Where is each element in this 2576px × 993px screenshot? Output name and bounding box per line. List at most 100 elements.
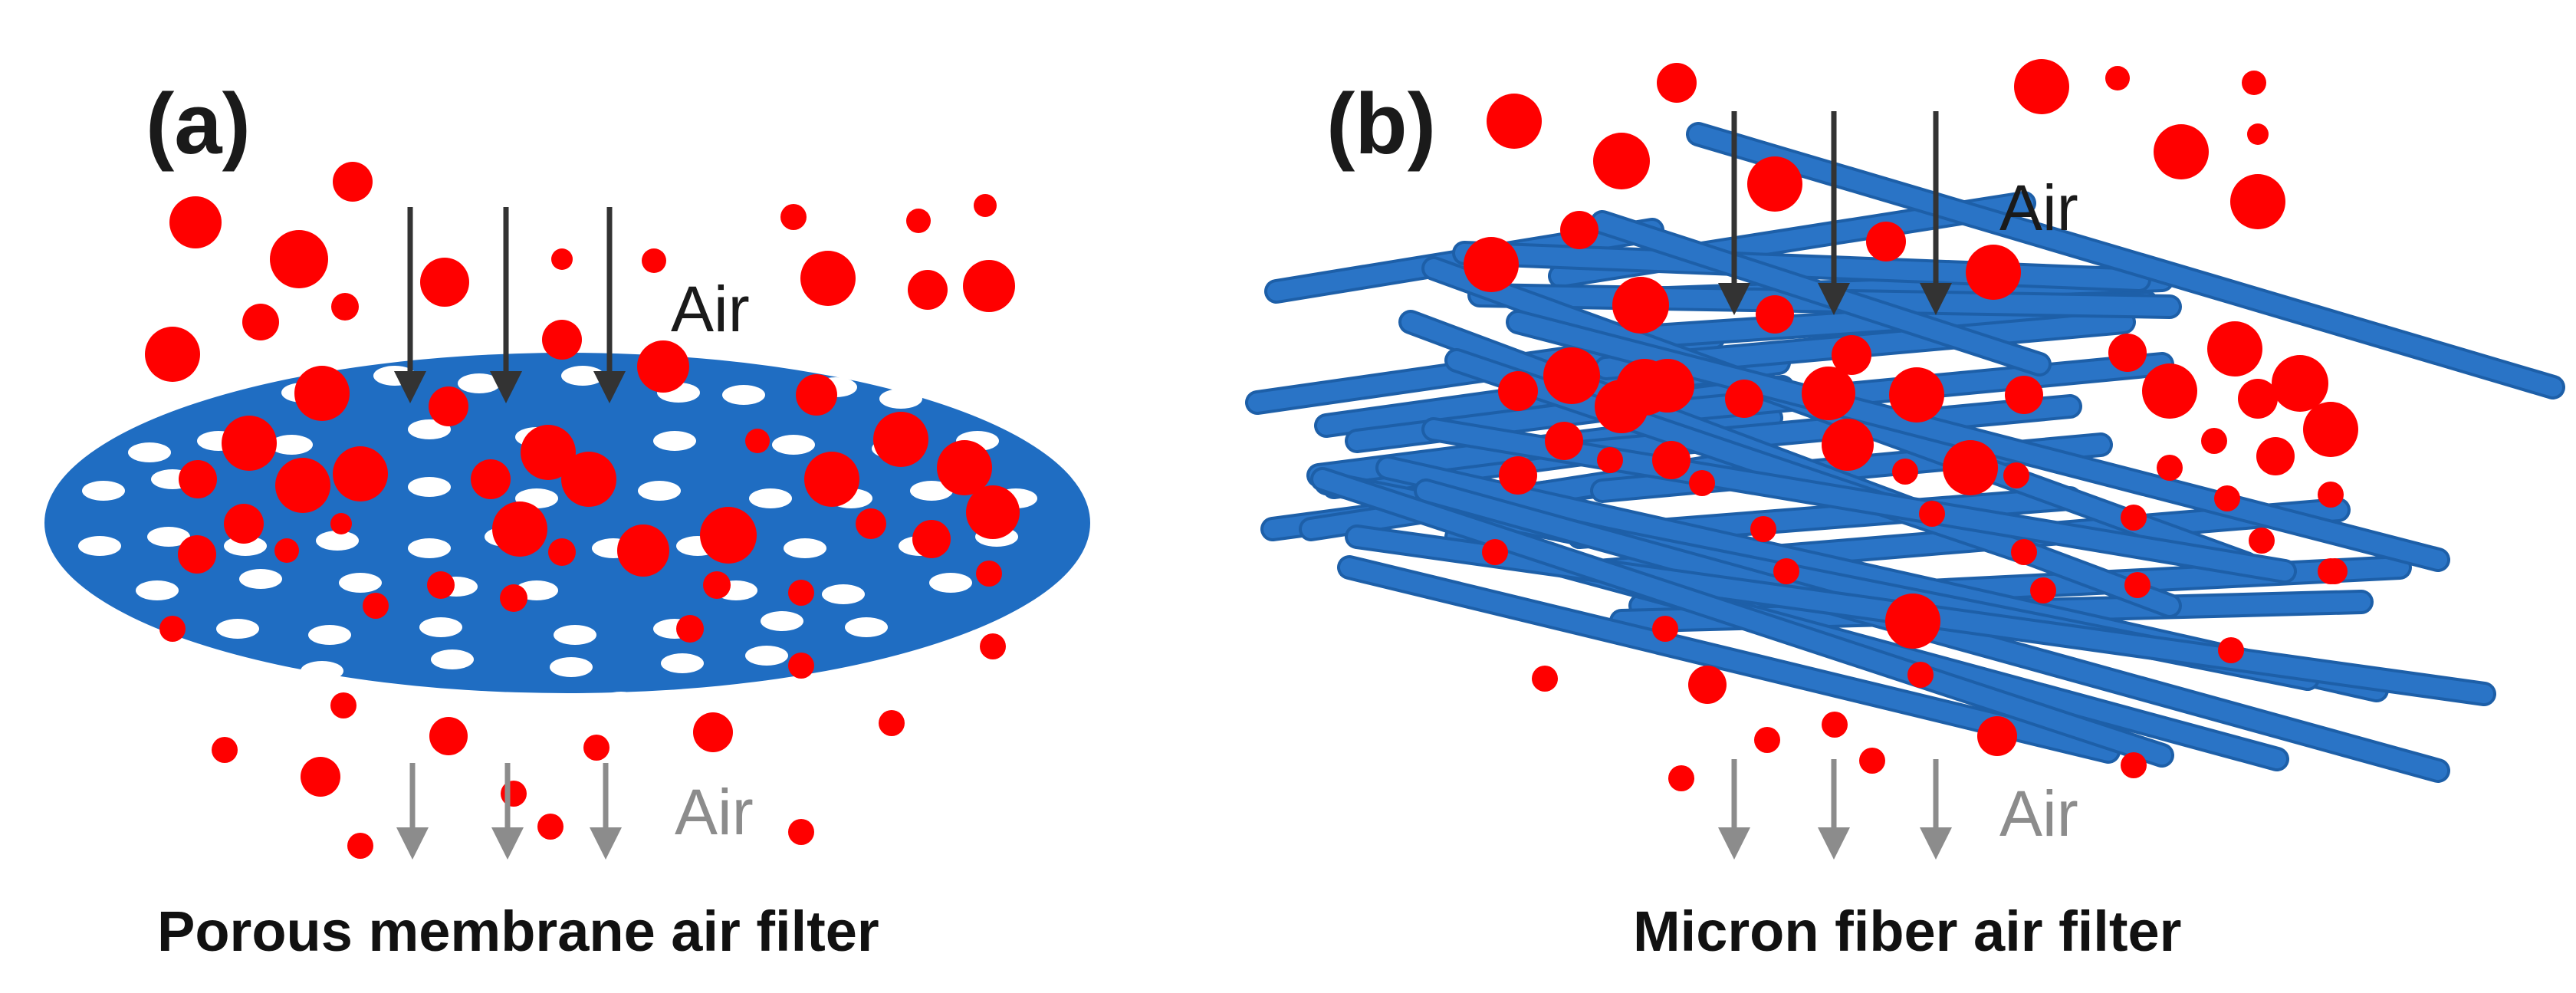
particle — [429, 386, 468, 426]
particle — [1822, 419, 1874, 471]
particle — [1747, 156, 1802, 212]
particle — [617, 524, 669, 577]
fiber — [1337, 555, 2121, 764]
particle — [700, 507, 757, 564]
pore — [550, 657, 593, 677]
particle — [275, 458, 330, 513]
air-in-label-a: Air — [671, 273, 750, 345]
particle — [363, 593, 389, 619]
particle — [1498, 371, 1538, 411]
particle — [521, 425, 576, 480]
pore — [772, 435, 815, 455]
particle — [224, 504, 264, 544]
particle — [294, 366, 350, 421]
pore — [82, 481, 125, 501]
particle — [1688, 666, 1727, 704]
pore — [78, 536, 121, 556]
particle — [2303, 402, 2358, 457]
particle — [1657, 63, 1697, 103]
particle — [212, 737, 238, 763]
pore — [136, 580, 179, 600]
particle — [1907, 662, 1934, 688]
pore — [929, 573, 972, 593]
particle — [270, 230, 328, 288]
particle — [420, 258, 469, 307]
caption-a: Porous membrane air filter — [157, 899, 879, 963]
fiber-body — [1340, 558, 2118, 761]
fiber — [1686, 122, 2565, 400]
pore — [741, 695, 784, 715]
particle — [2214, 485, 2240, 511]
pore — [216, 619, 259, 639]
particle — [548, 538, 576, 566]
particle — [1822, 712, 1848, 738]
particle — [222, 416, 277, 471]
particle — [2124, 572, 2150, 598]
particle — [501, 781, 527, 807]
particle — [637, 340, 689, 393]
particle — [178, 535, 216, 574]
panel-b: (b) Air Air Micron fiber air filter — [1245, 59, 2565, 963]
air-out-arrows-a — [396, 763, 622, 860]
particle — [800, 251, 856, 306]
particle — [1832, 335, 1871, 375]
pore — [431, 649, 474, 669]
pore — [879, 389, 922, 409]
pore — [128, 442, 171, 462]
particle — [330, 513, 352, 534]
particle — [1545, 422, 1583, 460]
particle — [347, 833, 373, 859]
particle — [331, 293, 359, 321]
particle — [788, 819, 814, 845]
particle — [980, 633, 1006, 659]
pore — [408, 477, 451, 497]
particle — [1754, 727, 1780, 753]
particle — [2318, 482, 2344, 508]
particle — [1482, 539, 1508, 565]
particle — [551, 248, 573, 270]
pore — [661, 653, 704, 673]
particle — [333, 162, 373, 202]
pore — [745, 646, 788, 666]
particle — [1966, 245, 2021, 300]
particle — [561, 452, 616, 507]
caption-b: Micron fiber air filter — [1633, 899, 2181, 963]
air-out-label-a: Air — [675, 776, 754, 848]
pore — [147, 527, 190, 547]
particle — [788, 580, 814, 606]
particle — [2014, 59, 2069, 114]
particle — [301, 757, 340, 797]
particle — [492, 501, 547, 557]
particle — [1943, 440, 1998, 495]
pore — [600, 692, 642, 712]
particle — [879, 710, 905, 736]
particle — [2121, 505, 2147, 531]
air-in-arrows-a — [394, 207, 626, 403]
particle — [908, 270, 948, 310]
particle — [745, 429, 770, 453]
particle — [1866, 222, 1906, 261]
particle — [179, 460, 217, 498]
particle — [2242, 71, 2266, 95]
pore — [784, 538, 826, 558]
particle — [1689, 470, 1715, 496]
particle — [2230, 174, 2285, 229]
particle — [937, 440, 992, 495]
particle — [1773, 558, 1799, 584]
particles-a — [145, 162, 1020, 859]
particle — [1532, 666, 1558, 692]
air-in-arrows-b — [1718, 111, 1952, 315]
particle — [2238, 379, 2278, 419]
pore — [308, 625, 351, 645]
air-out-arrows-b — [1718, 759, 1952, 860]
particle — [2030, 577, 2056, 603]
fiber-body — [1313, 470, 2171, 764]
particle — [780, 204, 807, 230]
particle — [500, 584, 527, 612]
pore — [239, 569, 282, 589]
pore — [270, 435, 313, 455]
particle — [1668, 765, 1694, 791]
particle — [1464, 237, 1519, 292]
particle — [703, 571, 731, 599]
